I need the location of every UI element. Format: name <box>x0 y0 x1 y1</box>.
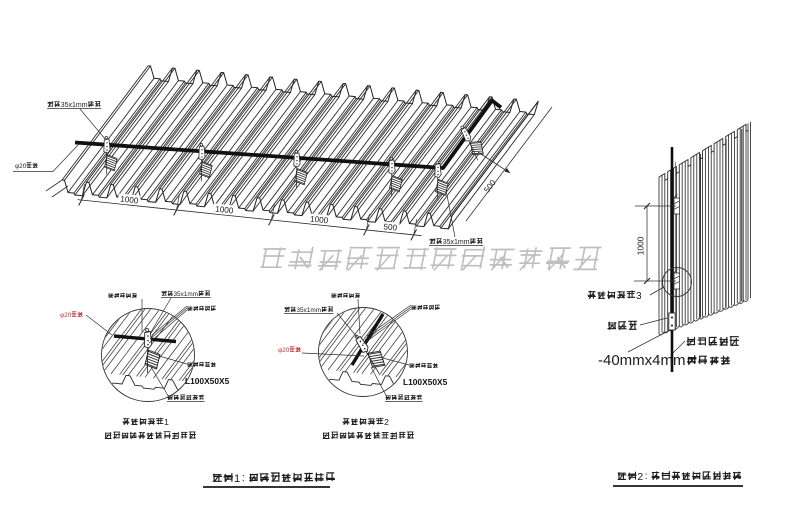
svg-text:L100X50X5: L100X50X5 <box>403 377 448 387</box>
svg-text:φ20: φ20 <box>60 312 72 319</box>
svg-text:2: 2 <box>637 472 643 483</box>
svg-text:φ20: φ20 <box>278 347 290 354</box>
svg-text:L100X50X5: L100X50X5 <box>185 376 230 386</box>
svg-text:35x1mm: 35x1mm <box>443 239 470 246</box>
svg-text:35x1mm: 35x1mm <box>61 102 88 109</box>
svg-text:1: 1 <box>234 473 240 485</box>
svg-text:1000: 1000 <box>120 195 139 206</box>
svg-text:500: 500 <box>383 222 398 232</box>
svg-text:35x1mm: 35x1mm <box>174 291 199 298</box>
svg-text::: : <box>242 472 245 484</box>
svg-text:-40mmx4mm: -40mmx4mm <box>598 352 686 369</box>
svg-text:1000: 1000 <box>215 205 234 216</box>
svg-text:1000: 1000 <box>310 214 329 225</box>
svg-text::: : <box>645 471 648 482</box>
svg-text:35x1mm: 35x1mm <box>297 307 322 314</box>
svg-text:1000: 1000 <box>636 236 646 255</box>
svg-text:2: 2 <box>384 417 389 427</box>
svg-text:φ20: φ20 <box>15 163 27 170</box>
svg-text:1: 1 <box>164 417 169 427</box>
svg-text:3: 3 <box>636 291 642 302</box>
